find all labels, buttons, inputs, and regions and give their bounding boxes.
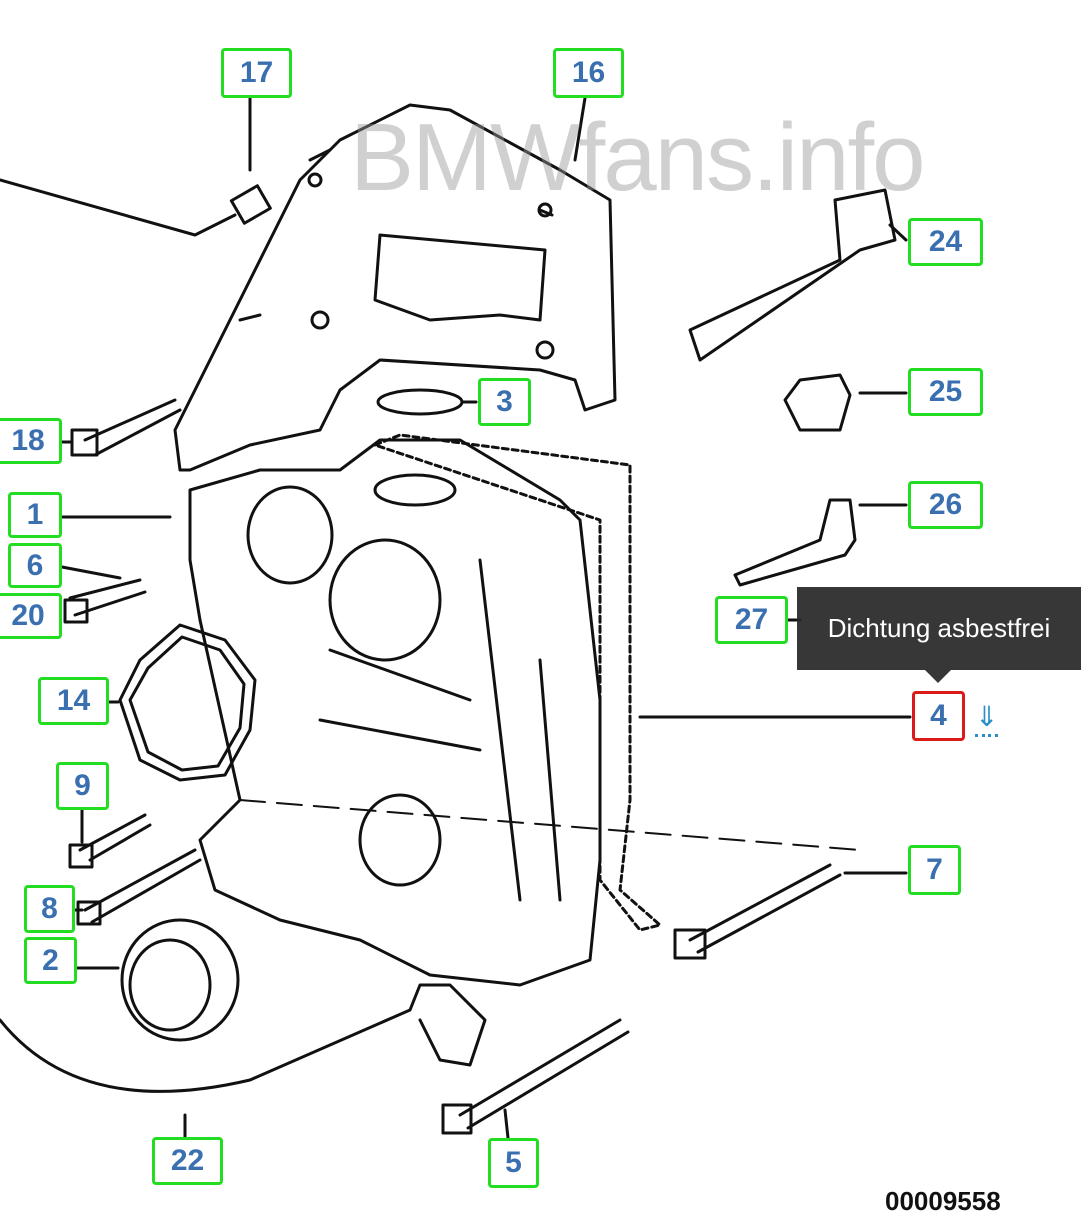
part-label-22[interactable]: 22 <box>152 1137 223 1185</box>
part-label-8[interactable]: 8 <box>24 885 75 933</box>
part-label-20[interactable]: 20 <box>0 593 62 639</box>
part-label-3[interactable]: 3 <box>478 378 531 426</box>
part-label-26[interactable]: 26 <box>908 481 983 529</box>
part-label-25[interactable]: 25 <box>908 368 983 416</box>
part-label-9[interactable]: 9 <box>56 762 109 810</box>
part-label-2[interactable]: 2 <box>24 937 77 984</box>
watermark: BMWfans.info <box>350 104 926 211</box>
part-label-16[interactable]: 16 <box>553 48 624 98</box>
part-label-1[interactable]: 1 <box>8 492 62 538</box>
part-label-14[interactable]: 14 <box>38 677 109 725</box>
part-label-24[interactable]: 24 <box>908 218 983 266</box>
part-label-18[interactable]: 18 <box>0 418 62 464</box>
part-label-5[interactable]: 5 <box>488 1138 539 1188</box>
part-label-7[interactable]: 7 <box>908 845 961 895</box>
diagram-code: 00009558 <box>885 1186 1001 1216</box>
part-label-4-selected[interactable]: 4 <box>912 691 965 741</box>
part-label-17[interactable]: 17 <box>221 48 292 98</box>
part-label-6[interactable]: 6 <box>8 543 62 588</box>
part-tooltip: Dichtung asbestfrei <box>797 587 1081 683</box>
download-arrow-icon[interactable]: ⇓ <box>975 700 999 737</box>
part-label-27[interactable]: 27 <box>715 596 788 644</box>
